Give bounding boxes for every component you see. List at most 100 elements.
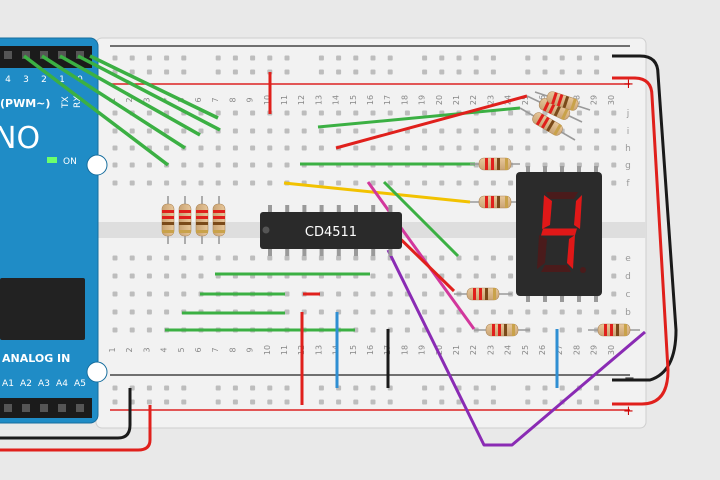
rail-hole [594,399,600,405]
rail-hole [284,55,290,61]
breadboard-hole [576,110,582,116]
breadboard-hole [559,327,565,333]
resistor-body [478,195,512,209]
rail-hole [542,55,548,61]
mounting-hole-bottom [86,361,108,383]
row-letter: h [625,144,631,154]
resistor-diagonal-1 [519,107,576,141]
resistor-band [162,222,174,225]
rail-hole [129,69,135,75]
chip-pin [371,248,376,256]
wire-green-arduino-pin0 [89,54,219,120]
breadboard-hole [112,255,118,261]
resistor-band [485,196,488,208]
breadboard-hole [267,162,273,168]
rail-hole [232,69,238,75]
resistor-band [179,210,191,213]
rail-hole [473,55,479,61]
row-letter: e [625,254,631,264]
column-number: 7 [211,97,220,102]
breadboard-hole [422,273,428,279]
breadboard-hole [370,309,376,315]
breadboard-hole [267,180,273,186]
arduino-header-pin [58,51,66,59]
rail-hole [112,385,118,391]
breadboard-hole [404,255,410,261]
rail-hole [112,399,118,405]
breadboard-hole [284,145,290,151]
breadboard-hole [181,128,187,134]
breadboard-hole [318,255,324,261]
tx-label: TX [61,96,71,109]
column-number: 29 [590,95,599,105]
rail-hole [353,69,359,75]
chip-body [260,212,402,249]
column-number: 29 [590,345,599,355]
breadboard-hole [353,145,359,151]
wire-magenta [366,181,476,330]
breadboard-hole [456,255,462,261]
resistor-band [479,288,482,300]
breadboard-hole [129,180,135,186]
segment-g [541,228,577,236]
breadboard-hole [112,273,118,279]
column-number: 14 [332,95,341,105]
breadboard-hole [611,180,617,186]
breadboard-hole [250,162,256,168]
rail-hole [215,55,221,61]
chip-pins [268,205,393,256]
breadboard-hole [576,128,582,134]
breadboard-hole [508,128,514,134]
resistor-band [553,104,562,117]
rail-hole [284,69,290,75]
rail-hole [215,385,221,391]
breadboard-hole [284,255,290,261]
rail-hole [284,399,290,405]
resistor-band [560,107,569,120]
arduino-pin-label: 1 [59,75,65,85]
breadboard-hole [232,128,238,134]
rx-label: RX [73,96,83,108]
breadboard-hole [508,180,514,186]
chip-pin [388,205,393,213]
column-number: 20 [435,345,444,355]
resistor-band [624,324,627,336]
resistor-band [473,288,476,300]
breadboard-hole [439,145,445,151]
column-number: 24 [504,345,513,355]
row-letter: i [627,127,630,137]
column-number: 18 [400,345,409,355]
rail-hole [525,399,531,405]
chip-pin [268,248,272,256]
breadboard-hole [129,273,135,279]
breadboard-hole [232,145,238,151]
segment-f [542,195,552,229]
wire-black-power-right [612,54,678,382]
breadboard-hole [146,255,152,261]
column-number: 11 [280,95,289,105]
breadboard-hole [559,309,565,315]
rail-hole [164,55,170,61]
breadboard-hole [456,273,462,279]
resistors [161,91,640,337]
rail-hole [387,55,393,61]
display-pin [543,166,547,174]
breadboard-hole [370,327,376,333]
resistor-body [532,112,563,136]
display-pin [594,294,598,302]
chip-pin [336,248,341,256]
rail-hole [559,69,565,75]
breadboard-hole [181,291,187,297]
resistor-band [497,196,500,208]
rail-hole [422,69,428,75]
rail-hole [284,385,290,391]
breadboard-hole [490,180,496,186]
wire-green-to-display [382,180,460,258]
arduino-header-pin [22,51,30,59]
segment-b [574,195,582,229]
breadboard-hole [336,291,342,297]
breadboard-hole [215,255,221,261]
breadboard-hole [611,128,617,134]
